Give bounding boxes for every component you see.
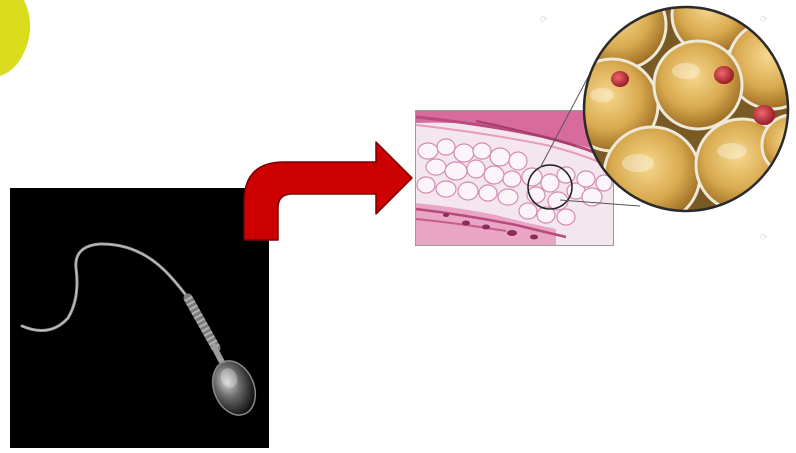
sperm-cell-illustration bbox=[10, 188, 269, 448]
watermark-icon: ⟳ bbox=[760, 232, 769, 243]
watermark-icon: ⟳ bbox=[760, 14, 769, 25]
sperm-midpiece bbox=[188, 298, 216, 348]
corner-accent-shape bbox=[0, 0, 40, 80]
red-curved-arrow bbox=[240, 140, 420, 245]
zoomed-fat-cells bbox=[582, 5, 790, 213]
watermark-icon: ⟳ bbox=[540, 14, 549, 25]
sperm-cell-panel bbox=[10, 188, 269, 448]
